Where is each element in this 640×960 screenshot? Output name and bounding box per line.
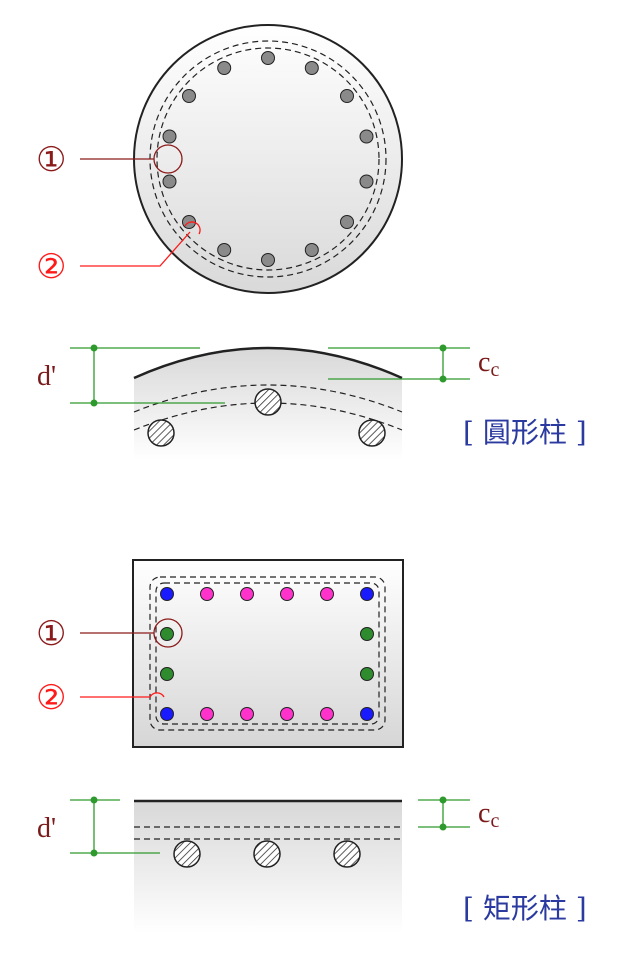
- rect-side-rebar-y: [360, 627, 374, 641]
- cc-circ-main: c: [478, 347, 490, 378]
- callout-2-rect-tie-mark: [149, 692, 165, 698]
- cc-circ-label: cc: [478, 347, 499, 381]
- rect-detail-bar-center: [253, 840, 281, 868]
- circular-rebar: [304, 243, 319, 257]
- rect-side-rebar-x: [320, 587, 334, 601]
- rect-column-outline: [132, 559, 404, 748]
- rect-cover-detail: d' cc [ 矩形柱 ]: [37, 796, 587, 933]
- circular-detail-face: [133, 346, 403, 380]
- circular-detail-bar-left: [147, 419, 175, 447]
- circular-detail-bar-right: [358, 419, 386, 447]
- circular-column-section: ① ②: [36, 24, 403, 294]
- cc-circ-tick-top: [439, 344, 447, 352]
- circular-tie-inner: [156, 47, 380, 271]
- callout-2-tie-mark: [184, 221, 201, 235]
- callout-2-number: ②: [36, 247, 66, 287]
- callout-1-rect-number: ①: [36, 614, 66, 654]
- rectangular-column-section: ① ②: [36, 559, 404, 748]
- circular-rebar: [162, 129, 177, 144]
- rect-corner-rebar: [160, 707, 174, 721]
- rect-corner-rebar: [360, 587, 374, 601]
- rect-corner-rebar: [360, 707, 374, 721]
- circular-rebar: [217, 243, 232, 257]
- circular-rebar: [261, 253, 275, 267]
- circular-rebar: [261, 51, 275, 65]
- circular-rebar: [162, 174, 177, 189]
- dprime-circ-tick-bottom: [90, 399, 98, 407]
- cc-rect-sub: c: [490, 810, 499, 832]
- rect-side-rebar-x: [200, 707, 214, 721]
- rect-side-rebar-y: [360, 667, 374, 681]
- rect-side-rebar-y: [160, 627, 174, 641]
- circular-rebar: [340, 215, 354, 229]
- rect-column-title: [ 矩形柱 ]: [463, 892, 587, 925]
- cc-rect-tick-top: [439, 796, 447, 804]
- circular-column-title: [ 圓形柱 ]: [463, 416, 587, 449]
- circular-cover-detail: d' cc [ 圓形柱 ]: [37, 344, 587, 460]
- dprime-rect-tick-top: [90, 796, 98, 804]
- callout-2-leader: [80, 231, 191, 267]
- circular-rebar: [340, 89, 354, 103]
- cc-rect-main: c: [478, 798, 490, 829]
- rect-side-rebar-x: [280, 587, 294, 601]
- rect-side-rebar-y: [160, 667, 174, 681]
- cc-circ-tick-bottom: [439, 375, 447, 383]
- cc-rect-label: cc: [478, 798, 499, 832]
- dprime-rect-label: d': [37, 813, 56, 844]
- rect-rebar-group: [160, 587, 374, 721]
- rect-side-rebar-x: [280, 707, 294, 721]
- rect-side-rebar-x: [240, 587, 254, 601]
- rect-detail-bar-right: [333, 840, 361, 868]
- cc-circ-sub: c: [490, 359, 499, 381]
- rect-detail-bar-left: [173, 840, 201, 868]
- circular-rebar: [359, 174, 374, 189]
- rect-side-rebar-x: [320, 707, 334, 721]
- dprime-rect-tick-bottom: [90, 849, 98, 857]
- rect-tie-inner: [155, 582, 380, 725]
- circular-rebar: [217, 61, 232, 75]
- circular-rebar: [304, 61, 319, 75]
- dprime-circ-label: d': [37, 361, 56, 392]
- callout-2-rect-number: ②: [36, 678, 66, 718]
- dprime-circ-tick-top: [90, 344, 98, 352]
- rect-side-rebar-x: [240, 707, 254, 721]
- circular-detail-bar-center: [254, 388, 282, 416]
- circular-column-outline: [133, 24, 403, 294]
- cc-rect-tick-bottom: [439, 823, 447, 831]
- rect-side-rebar-x: [200, 587, 214, 601]
- rect-corner-rebar: [160, 587, 174, 601]
- callout-1-number: ①: [36, 140, 66, 180]
- circular-rebar: [359, 129, 374, 144]
- circular-rebar: [182, 89, 196, 103]
